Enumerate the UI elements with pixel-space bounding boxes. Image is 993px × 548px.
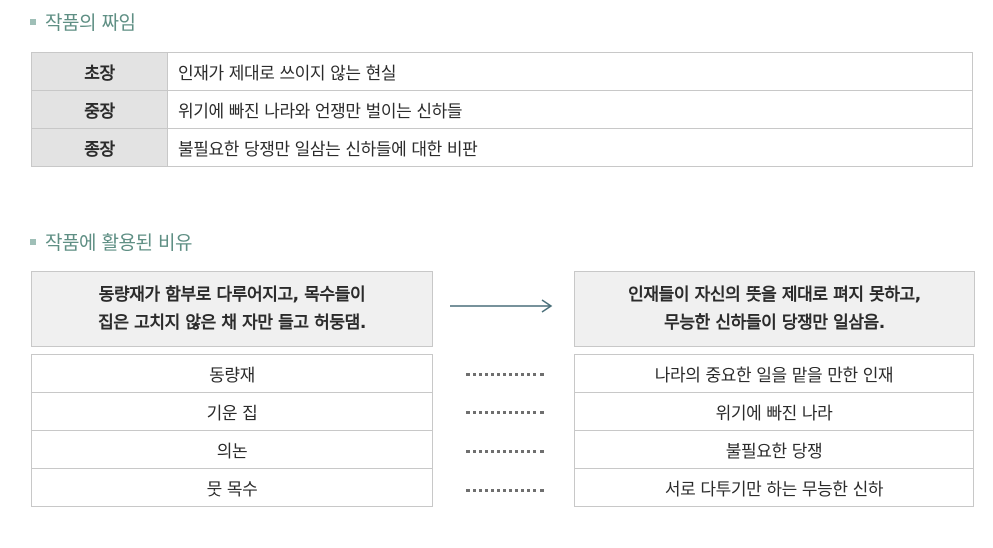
table-row: 나라의 중요한 일을 맡을 만한 인재 (574, 354, 974, 393)
table-row: 불필요한 당쟁 (574, 430, 974, 469)
table-row: 종장 불필요한 당쟁만 일삼는 신하들에 대한 비판 (31, 128, 973, 167)
right-arrow-icon (450, 299, 553, 313)
table-row: 의논 (31, 430, 433, 469)
part-label: 중장 (31, 90, 168, 129)
table-row: 중장 위기에 빠진 나라와 언쟁만 벌이는 신하들 (31, 90, 973, 129)
source-description-box: 동량재가 함부로 다루어지고, 목수들이 집은 고치지 않은 채 자만 들고 허… (31, 271, 433, 347)
structure-title-text: 작품의 짜임 (45, 12, 136, 34)
metaphor-section-title: 작품에 활용된 비유 (30, 228, 192, 255)
part-label: 종장 (31, 128, 168, 167)
metaphor-meanings-table: 나라의 중요한 일을 맡을 만한 인재 위기에 빠진 나라 불필요한 당쟁 서로… (574, 354, 974, 507)
table-row: 위기에 빠진 나라 (574, 392, 974, 431)
metaphor-term: 뭇 목수 (31, 468, 433, 507)
table-row: 서로 다투기만 하는 무능한 신하 (574, 468, 974, 507)
target-line: 인재들이 자신의 뜻을 제대로 펴지 못하고, (628, 285, 921, 305)
dotted-connector (466, 411, 544, 414)
metaphor-term: 동량재 (31, 354, 433, 393)
table-row: 초장 인재가 제대로 쓰이지 않는 현실 (31, 52, 973, 91)
table-row: 동량재 (31, 354, 433, 393)
structure-table: 초장 인재가 제대로 쓰이지 않는 현실 중장 위기에 빠진 나라와 언쟁만 벌… (31, 52, 973, 167)
metaphor-meaning: 불필요한 당쟁 (574, 430, 974, 469)
metaphor-meaning: 위기에 빠진 나라 (574, 392, 974, 431)
table-row: 뭇 목수 (31, 468, 433, 507)
square-bullet-icon (30, 238, 36, 245)
part-content: 인재가 제대로 쓰이지 않는 현실 (167, 52, 973, 91)
metaphor-title-text: 작품에 활용된 비유 (45, 232, 192, 254)
part-label: 초장 (31, 52, 168, 91)
part-content: 불필요한 당쟁만 일삼는 신하들에 대한 비판 (167, 128, 973, 167)
table-row: 기운 집 (31, 392, 433, 431)
source-line: 집은 고치지 않은 채 자만 들고 허둥댐. (98, 313, 366, 333)
metaphor-terms-table: 동량재 기운 집 의논 뭇 목수 (31, 354, 433, 507)
metaphor-meaning: 서로 다투기만 하는 무능한 신하 (574, 468, 974, 507)
dotted-connector (466, 450, 544, 453)
dotted-connector (466, 489, 544, 492)
metaphor-term: 의논 (31, 430, 433, 469)
part-content: 위기에 빠진 나라와 언쟁만 벌이는 신하들 (167, 90, 973, 129)
dotted-connector (466, 373, 544, 376)
structure-section-title: 작품의 짜임 (30, 8, 136, 35)
target-description-box: 인재들이 자신의 뜻을 제대로 펴지 못하고, 무능한 신하들이 당쟁만 일삼음… (574, 271, 975, 347)
metaphor-meaning: 나라의 중요한 일을 맡을 만한 인재 (574, 354, 974, 393)
metaphor-term: 기운 집 (31, 392, 433, 431)
target-line: 무능한 신하들이 당쟁만 일삼음. (664, 313, 885, 333)
source-line: 동량재가 함부로 다루어지고, 목수들이 (98, 285, 366, 305)
square-bullet-icon (30, 18, 36, 25)
